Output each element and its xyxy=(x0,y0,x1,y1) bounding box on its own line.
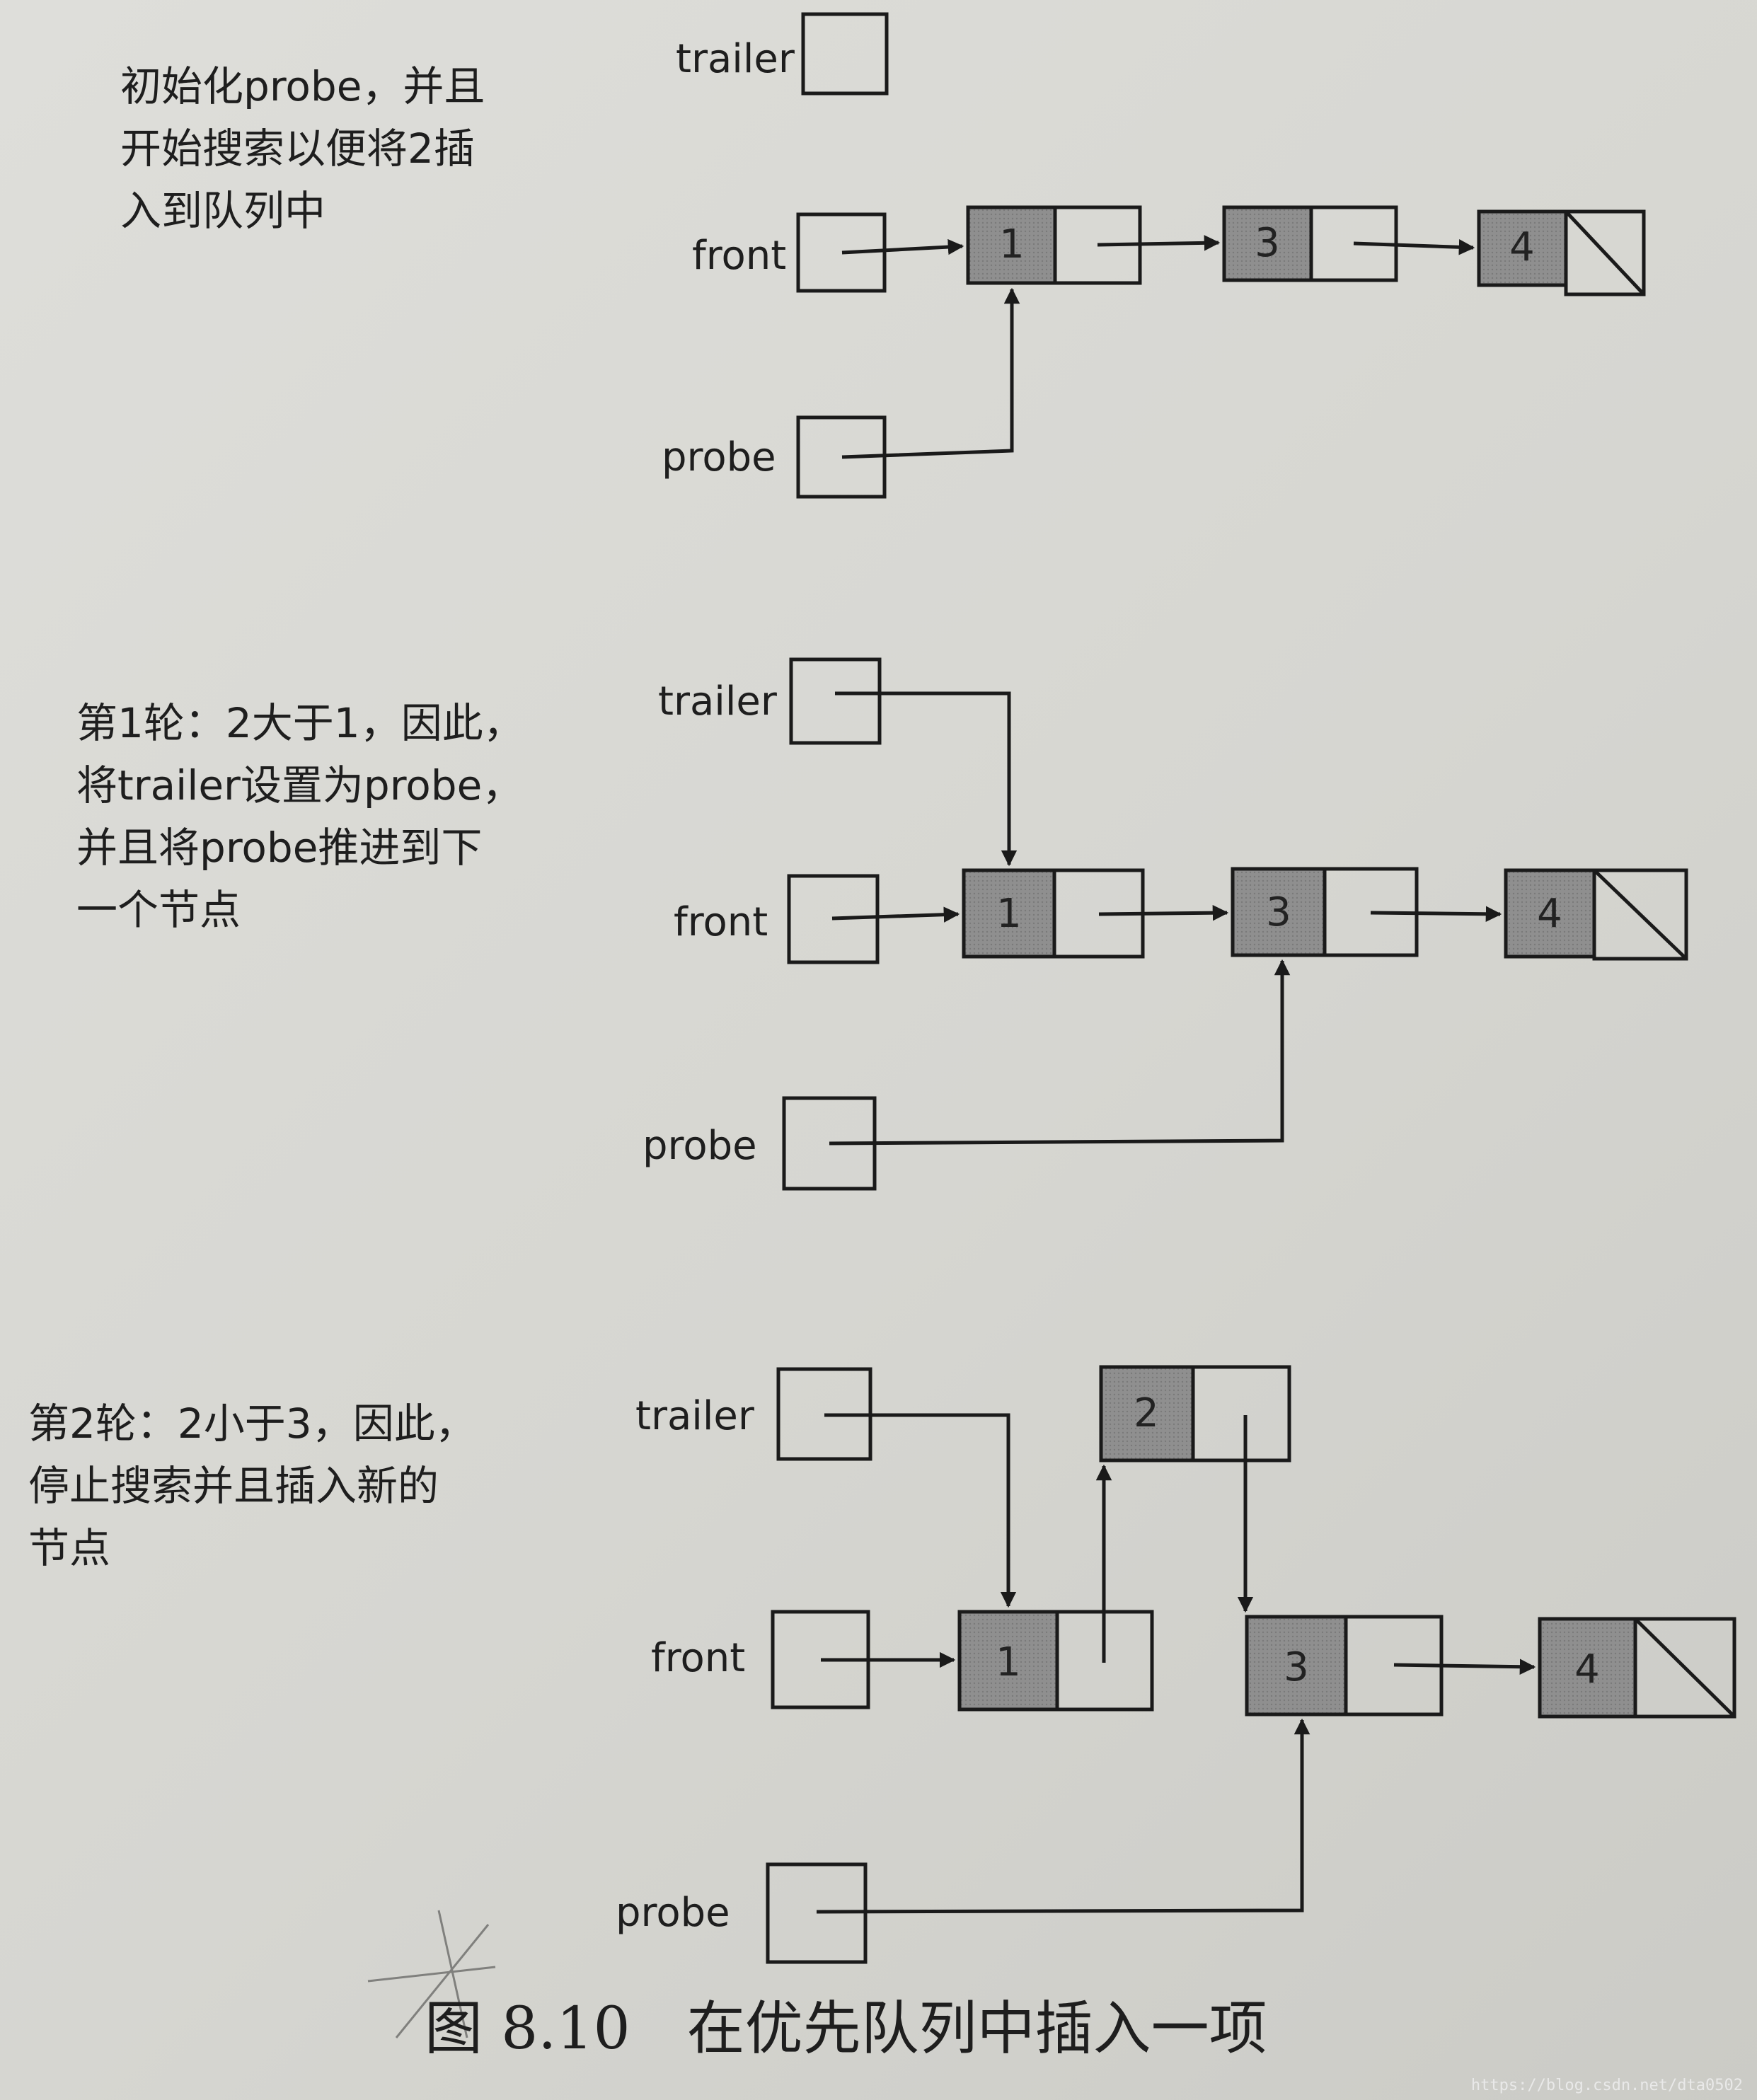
node-4-data xyxy=(1538,1617,1637,1719)
front-pointer-box xyxy=(796,212,887,293)
note-line: 初始化probe，并且 xyxy=(120,62,485,110)
step-note-round-2: 第2轮：2小于3，因此， 停止搜索并且插入新的 节点 xyxy=(28,1392,476,1579)
node-4-data xyxy=(1477,209,1568,287)
front-to-node-1-arrow xyxy=(831,906,960,923)
node-1-value: 1 xyxy=(996,1639,1021,1685)
note-line: 节点 xyxy=(28,1524,111,1572)
trailer-label: trailer xyxy=(676,36,795,82)
figure-title: 在优先队列中插入一项 xyxy=(686,1995,1267,2062)
probe-label: probe xyxy=(662,434,776,480)
front-pointer-box xyxy=(787,874,880,964)
note-line: 并且将probe推进到下 xyxy=(76,824,483,872)
node-3-to-node-4-arrow xyxy=(1370,906,1502,923)
node-1-to-node-3-arrow xyxy=(1098,904,1229,921)
node-3-to-node-4-arrow xyxy=(1393,1658,1536,1675)
probe-label: probe xyxy=(643,1123,757,1169)
node-4-value: 4 xyxy=(1509,224,1535,270)
front-label: front xyxy=(692,233,786,279)
node-3-to-node-4-arrow xyxy=(1353,239,1475,255)
trailer-pointer-box xyxy=(789,657,882,745)
node-3-data xyxy=(1245,1615,1348,1717)
step-note-round-1: 第1轮：2大于1，因此， 将trailer设置为probe， 并且将probe推… xyxy=(76,692,524,941)
note-line: 停止搜索并且插入新的 xyxy=(28,1462,439,1510)
front-label: front xyxy=(651,1635,745,1681)
trailer-to-node-1-arrow xyxy=(835,691,1018,867)
note-line: 将trailer设置为probe， xyxy=(76,761,524,809)
node-1-to-node-3-arrow xyxy=(1097,235,1221,251)
trailer-to-node-1-arrow xyxy=(824,1413,1017,1608)
trailer-label: trailer xyxy=(635,1393,755,1439)
probe-to-node-1-arrow xyxy=(841,287,1020,459)
probe-to-node-3-arrow xyxy=(816,1718,1310,1914)
front-to-node-1-arrow xyxy=(841,238,964,255)
probe-label: probe xyxy=(616,1890,730,1936)
note-line: 第1轮：2大于1，因此， xyxy=(76,699,524,747)
node-4-value: 4 xyxy=(1537,891,1562,937)
node-4-data xyxy=(1504,868,1596,959)
node-3-value: 3 xyxy=(1255,220,1280,266)
stage-2: trailer front 1 3 4 probe xyxy=(643,657,1688,1191)
null-marker xyxy=(1593,869,1688,960)
stage-1: trailer front 1 3 4 probe xyxy=(662,12,1646,499)
note-line: 一个节点 xyxy=(76,886,241,934)
node-1-value: 1 xyxy=(999,221,1025,267)
pencil-star-mark xyxy=(367,1910,496,2038)
note-line: 入到队列中 xyxy=(120,187,326,235)
note-line: 第2轮：2小于3，因此， xyxy=(28,1400,476,1448)
watermark: https://blog.csdn.net/dta0502 xyxy=(1470,2077,1743,2094)
probe-to-node-3-arrow xyxy=(829,959,1291,1146)
node-4-next xyxy=(1592,868,1688,961)
node-3-data xyxy=(1222,205,1313,282)
null-marker xyxy=(1634,1617,1736,1718)
front-label: front xyxy=(674,899,768,945)
node-3-value: 3 xyxy=(1284,1644,1309,1690)
node-2-value: 2 xyxy=(1134,1390,1159,1436)
node-4-next xyxy=(1564,209,1646,296)
node-1-data xyxy=(962,868,1056,959)
node-4-value: 4 xyxy=(1574,1646,1600,1692)
node-1-data xyxy=(957,1610,1059,1712)
node-3-value: 3 xyxy=(1266,889,1291,935)
figure-caption: 图 8.10 在优先队列中插入一项 xyxy=(425,1981,1324,2065)
node-1-value: 1 xyxy=(996,891,1022,937)
step-note-init: 初始化probe，并且 开始搜索以便将2插 入到队列中 xyxy=(120,55,485,242)
stage-3: trailer 2 front 1 3 4 probe xyxy=(616,1365,1736,1964)
figure-number: 图 8.10 xyxy=(425,1995,630,2062)
trailer-label: trailer xyxy=(658,679,778,725)
node-2-data xyxy=(1099,1365,1195,1462)
node-2-next xyxy=(1191,1365,1291,1462)
node-4-next xyxy=(1633,1617,1736,1719)
trailer-pointer-box xyxy=(801,12,889,96)
null-marker xyxy=(1565,210,1645,296)
note-line: 开始搜索以便将2插 xyxy=(120,125,475,173)
